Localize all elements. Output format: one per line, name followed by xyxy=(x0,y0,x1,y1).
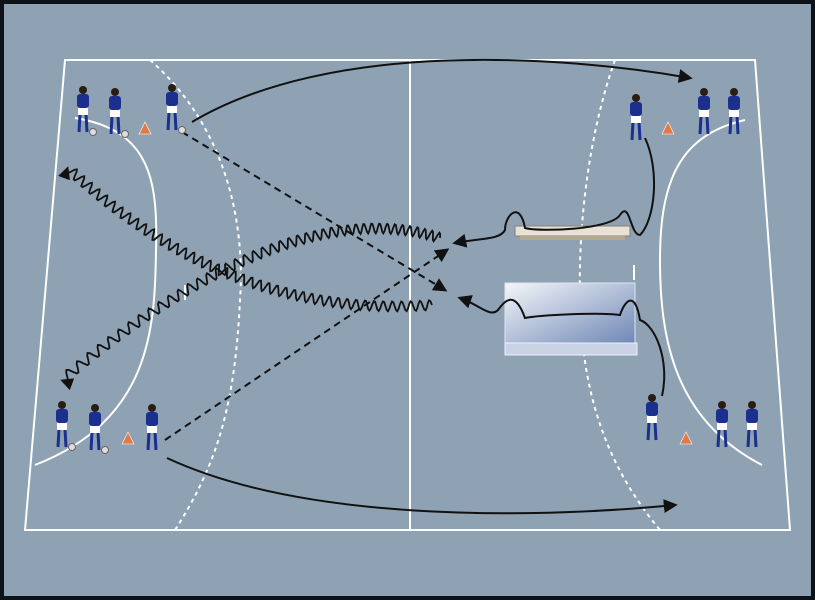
run-over-box xyxy=(457,295,666,397)
player xyxy=(698,88,710,135)
pass-arrow-top xyxy=(191,58,693,123)
cone-icon xyxy=(121,431,135,445)
equipment xyxy=(504,225,638,356)
player xyxy=(166,84,186,134)
background xyxy=(4,4,811,596)
players xyxy=(56,84,758,454)
ball-icon xyxy=(89,128,97,136)
run-over-bench xyxy=(452,137,655,248)
ball-icon xyxy=(68,443,76,451)
left-free-throw-line xyxy=(149,59,242,531)
player xyxy=(146,404,158,451)
dribble-paths xyxy=(58,166,442,391)
player xyxy=(56,401,76,451)
ball-icon xyxy=(101,446,109,454)
dashed-run-1 xyxy=(181,131,448,292)
player xyxy=(89,404,109,454)
dribble-path-1 xyxy=(60,222,442,391)
bench xyxy=(514,225,631,240)
player xyxy=(77,86,97,136)
player xyxy=(630,94,642,141)
cones xyxy=(121,121,693,445)
right-goal-area xyxy=(658,119,763,466)
player xyxy=(746,401,758,448)
left-goal-area xyxy=(34,117,158,466)
dashed-run-2 xyxy=(164,248,450,441)
vaulting-box xyxy=(504,282,638,356)
dribble-path-2 xyxy=(58,166,433,313)
movement-arrows xyxy=(164,58,693,515)
cone-icon xyxy=(138,121,152,135)
cone-icon xyxy=(679,431,693,445)
pass-arrow-bottom xyxy=(166,457,678,515)
player xyxy=(728,88,740,135)
ball-icon xyxy=(178,126,186,134)
player xyxy=(646,394,658,441)
cone-icon xyxy=(661,121,675,135)
ball-icon xyxy=(121,130,129,138)
player xyxy=(109,88,129,138)
player xyxy=(716,401,728,448)
